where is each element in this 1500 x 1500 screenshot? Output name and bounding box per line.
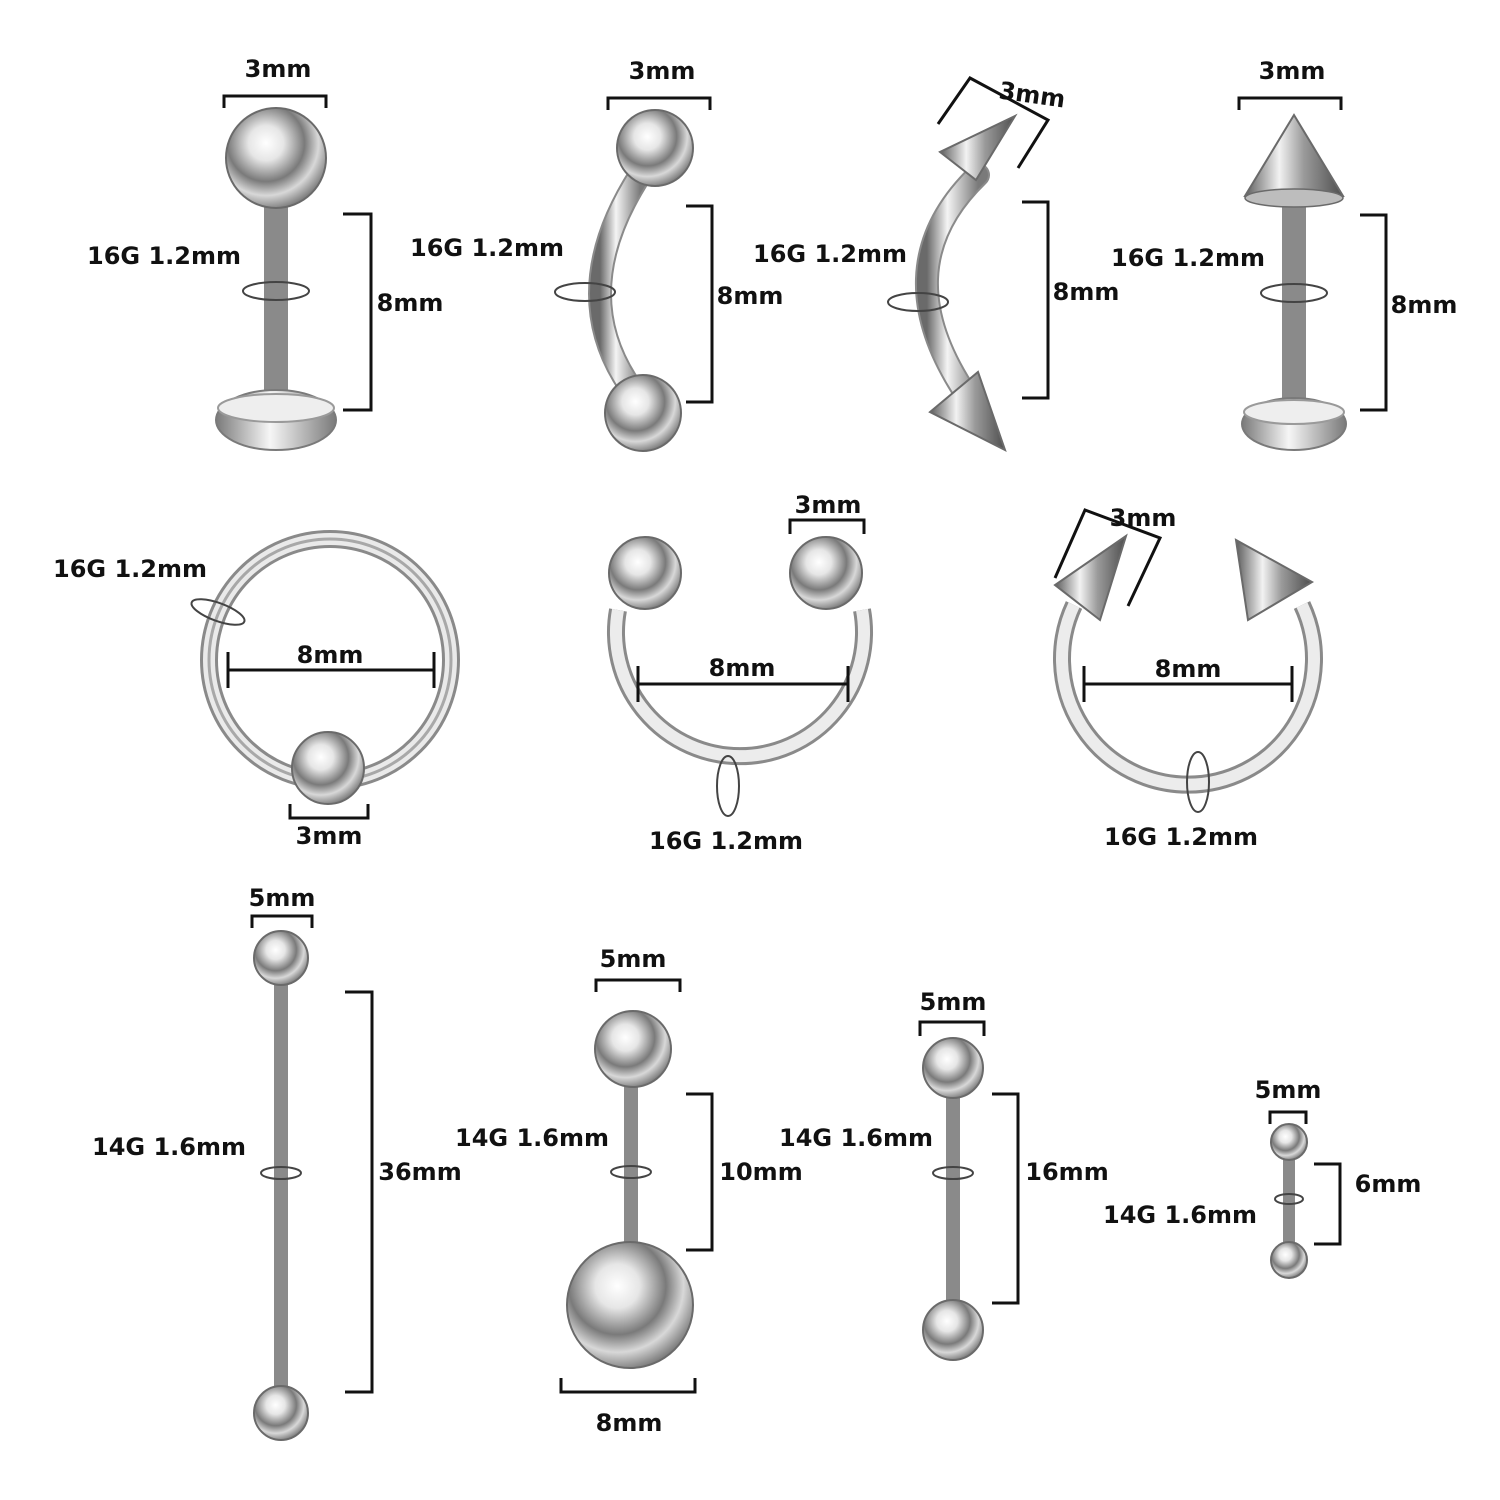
- gauge-label: 16G 1.2mm: [1104, 823, 1258, 851]
- head-size-label: 3mm: [245, 55, 312, 83]
- curved-barbell-ball: 3mm 16G 1.2mm 8mm: [410, 57, 784, 452]
- length-label: 10mm: [719, 1158, 802, 1186]
- head-size-label: 5mm: [920, 988, 987, 1016]
- head-size-label: 5mm: [600, 945, 667, 973]
- diameter-label: 8mm: [297, 641, 364, 669]
- length-label: 16mm: [1025, 1158, 1108, 1186]
- gauge-label: 16G 1.2mm: [53, 555, 207, 583]
- length-label: 8mm: [1053, 278, 1120, 306]
- belly-ring: 5mm 14G 1.6mm 10mm 8mm: [455, 945, 803, 1437]
- horseshoe-spike: 3mm 8mm 16G 1.2mm: [1053, 504, 1323, 851]
- straight-barbell-6: 5mm 14G 1.6mm 6mm: [1103, 1076, 1422, 1279]
- length-label: 8mm: [717, 282, 784, 310]
- head-size-label: 3mm: [296, 822, 363, 850]
- head-size-label: 3mm: [1110, 504, 1177, 532]
- labret-spike: 3mm 16G 1.2mm 8mm: [1111, 57, 1458, 451]
- length-label: 6mm: [1355, 1170, 1422, 1198]
- gauge-label: 16G 1.2mm: [649, 827, 803, 855]
- straight-barbell-16: 5mm 14G 1.6mm 16mm: [779, 988, 1109, 1361]
- curved-barbell-spike: 3mm 16G 1.2mm 8mm: [753, 76, 1120, 453]
- gauge-label: 16G 1.2mm: [87, 242, 241, 270]
- captive-bead-ring: 16G 1.2mm 8mm 3mm: [53, 530, 460, 850]
- diameter-label: 8mm: [709, 654, 776, 682]
- length-label: 8mm: [377, 289, 444, 317]
- horseshoe-ball: 3mm 8mm 16G 1.2mm: [607, 491, 873, 855]
- head-size-label: 3mm: [997, 77, 1067, 114]
- length-label: 36mm: [378, 1158, 461, 1186]
- gauge-label: 14G 1.6mm: [779, 1124, 933, 1152]
- gauge-label: 16G 1.2mm: [410, 234, 564, 262]
- head-size-label: 5mm: [249, 884, 316, 912]
- length-label: 8mm: [1391, 291, 1458, 319]
- industrial-barbell: 5mm 14G 1.6mm 36mm: [92, 884, 462, 1441]
- head-size-label: 3mm: [1259, 57, 1326, 85]
- diameter-label: 8mm: [1155, 655, 1222, 683]
- head-size-label: 3mm: [795, 491, 862, 519]
- gauge-label: 16G 1.2mm: [753, 240, 907, 268]
- gauge-label: 16G 1.2mm: [1111, 244, 1265, 272]
- gauge-label: 14G 1.6mm: [92, 1133, 246, 1161]
- gauge-label: 14G 1.6mm: [1103, 1201, 1257, 1229]
- head-size-label: 3mm: [629, 57, 696, 85]
- bottom-ball-label: 8mm: [596, 1409, 663, 1437]
- labret-ball: 3mm 16G 1.2mm 8mm: [87, 55, 444, 451]
- head-size-label: 5mm: [1255, 1076, 1322, 1104]
- gauge-label: 14G 1.6mm: [455, 1124, 609, 1152]
